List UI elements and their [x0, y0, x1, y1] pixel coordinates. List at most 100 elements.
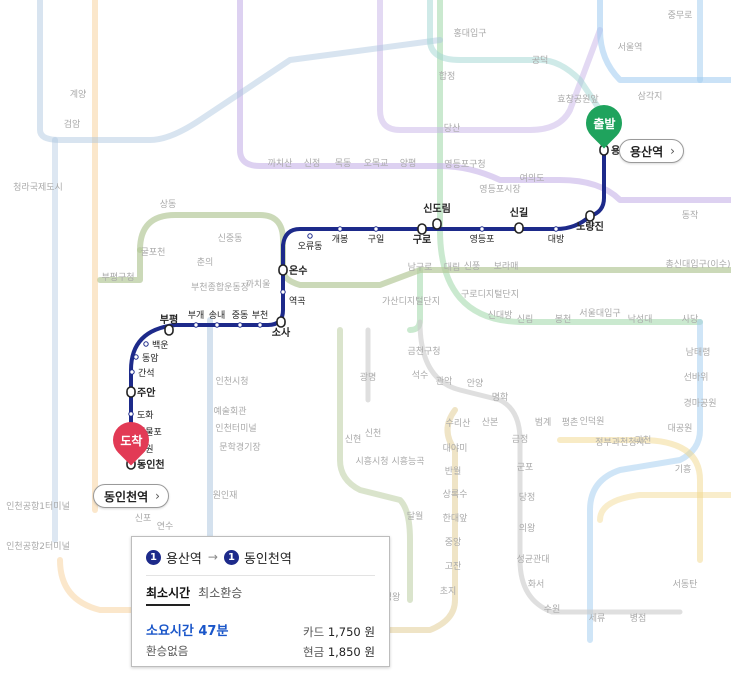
route-station-marker[interactable]: [553, 226, 559, 232]
bg-station-label: 신포: [135, 513, 152, 524]
route-station-label: 송내: [209, 310, 226, 321]
end-station-pill[interactable]: 동인천역 ›: [93, 484, 169, 508]
bg-station-label: 사당: [682, 314, 699, 325]
bg-station-label: 대야미: [443, 443, 468, 454]
end-station-name: 동인천역: [104, 489, 149, 504]
bg-station-label: 정왕: [384, 592, 401, 603]
bg-station-label: 대림: [444, 261, 461, 273]
bg-station-label: 신중동: [218, 233, 243, 244]
route-station-marker[interactable]: [585, 210, 595, 222]
bg-station-label: 연수: [157, 521, 174, 532]
route-station-marker[interactable]: [237, 322, 243, 328]
start-station-pill[interactable]: 용산역 ›: [619, 139, 684, 163]
bg-station-label: 부천종합운동장: [191, 282, 249, 293]
route-station-marker[interactable]: [432, 218, 442, 230]
cash-fare-row: 현금 1,850 원: [303, 644, 375, 660]
bg-station-label: 평촌: [562, 417, 579, 428]
line-badge-to: 1: [223, 549, 239, 565]
bg-station-label: 과천: [635, 435, 652, 446]
line-7-path: [137, 212, 731, 288]
route-station-label: 간석: [138, 368, 155, 379]
route-station-label: 부개: [188, 310, 205, 321]
route-station-label: 소사: [272, 326, 291, 339]
bg-station-label: 군포: [517, 462, 534, 473]
route-header: 1 용산역 → 1 동인천역: [146, 547, 375, 567]
card-fare-label: 카드: [303, 625, 325, 639]
route-station-marker[interactable]: [307, 233, 313, 239]
bg-station-label: 목동: [335, 158, 352, 169]
bg-station-label: 양평: [400, 158, 417, 169]
route-station-marker[interactable]: [514, 222, 524, 234]
route-station-marker[interactable]: [133, 354, 139, 360]
tab-min-transfer[interactable]: 최소환승: [198, 586, 243, 600]
chevron-right-icon: ›: [670, 144, 675, 158]
bg-station-label: 총신대입구(이수): [666, 258, 731, 270]
bg-station-label: 굴포천: [141, 247, 166, 258]
bg-station-label: 오목교: [364, 158, 389, 169]
bg-station-label: 경마공원: [683, 397, 716, 409]
bg-station-label: 공덕: [532, 55, 549, 66]
route-station-marker[interactable]: [373, 226, 379, 232]
route-station-marker[interactable]: [214, 322, 220, 328]
bg-station-label: 까치산: [268, 157, 293, 169]
bg-station-label: 대공원: [668, 423, 693, 434]
bg-station-label: 한대앞: [443, 512, 468, 524]
route-station-label: 부천: [252, 310, 269, 321]
bg-station-label: 세류: [589, 613, 606, 624]
route-to: 동인천역: [243, 551, 292, 567]
bg-station-label: 석수: [412, 370, 429, 381]
route-station-marker[interactable]: [257, 322, 263, 328]
route-station-marker[interactable]: [193, 322, 199, 328]
route-station-marker[interactable]: [164, 324, 174, 336]
route-station-label: 온수: [289, 265, 307, 277]
line-5-path: [237, 0, 731, 203]
line-1-south-bg: [417, 319, 683, 615]
divider: [146, 575, 375, 576]
bg-station-label: 계양: [70, 88, 87, 100]
bg-station-label: 영등포구청: [444, 159, 485, 170]
suin-line: [297, 407, 458, 633]
bg-station-label: 수리산: [446, 418, 471, 429]
route-station-marker[interactable]: [280, 289, 286, 295]
bg-station-label: 가산디지털단지: [382, 295, 440, 307]
route-station-marker[interactable]: [278, 264, 288, 276]
bg-station-label: 신풍: [464, 261, 481, 272]
bg-station-label: 수원: [544, 604, 561, 615]
route-station-label: 구로: [413, 234, 431, 246]
bg-station-label: 신대방: [488, 310, 513, 321]
route-station-marker[interactable]: [479, 226, 485, 232]
route-station-marker[interactable]: [129, 369, 135, 375]
bg-station-label: 상동: [160, 199, 177, 210]
bg-station-label: 낙성대: [628, 314, 653, 325]
bg-station-label: 안양: [467, 378, 484, 389]
bg-station-label: 화서: [528, 579, 545, 590]
route-line-1: [129, 150, 606, 464]
route-result: 소요시간 47분 환승없음 카드 1,750 원 현금 1,850 원: [146, 620, 375, 660]
route-station-marker[interactable]: [417, 223, 427, 235]
route-station-label: 중동: [232, 310, 249, 321]
route-station-marker[interactable]: [126, 386, 136, 398]
bg-station-label: 기흥: [675, 463, 692, 475]
bg-station-label: 인덕원: [580, 416, 605, 427]
route-station-label: 역곡: [289, 296, 306, 307]
route-station-marker[interactable]: [337, 226, 343, 232]
bg-station-label: 삼각지: [638, 90, 663, 102]
route-station-marker[interactable]: [276, 316, 286, 328]
bg-station-label: 까치울: [246, 278, 271, 290]
route-station-marker[interactable]: [128, 411, 134, 417]
bg-station-label: 예술회관: [213, 406, 246, 417]
bg-station-label: 인천시청: [215, 376, 248, 387]
bg-station-label: 당정: [519, 492, 536, 503]
bg-station-label: 남태령: [686, 346, 711, 358]
bundang-line-b: [597, 492, 731, 523]
bg-station-label: 금정: [512, 434, 529, 445]
route-station-marker[interactable]: [143, 341, 149, 347]
bg-station-label: 합정: [439, 71, 456, 82]
bg-station-label: 인천공항2터미널: [6, 541, 70, 552]
route-station-label: 신도림: [423, 202, 451, 215]
bg-station-label: 청라국제도시: [13, 182, 63, 193]
bg-station-label: 성균관대: [516, 554, 549, 565]
tab-min-time[interactable]: 최소시간: [146, 584, 191, 606]
route-station-label: 개봉: [332, 234, 349, 245]
